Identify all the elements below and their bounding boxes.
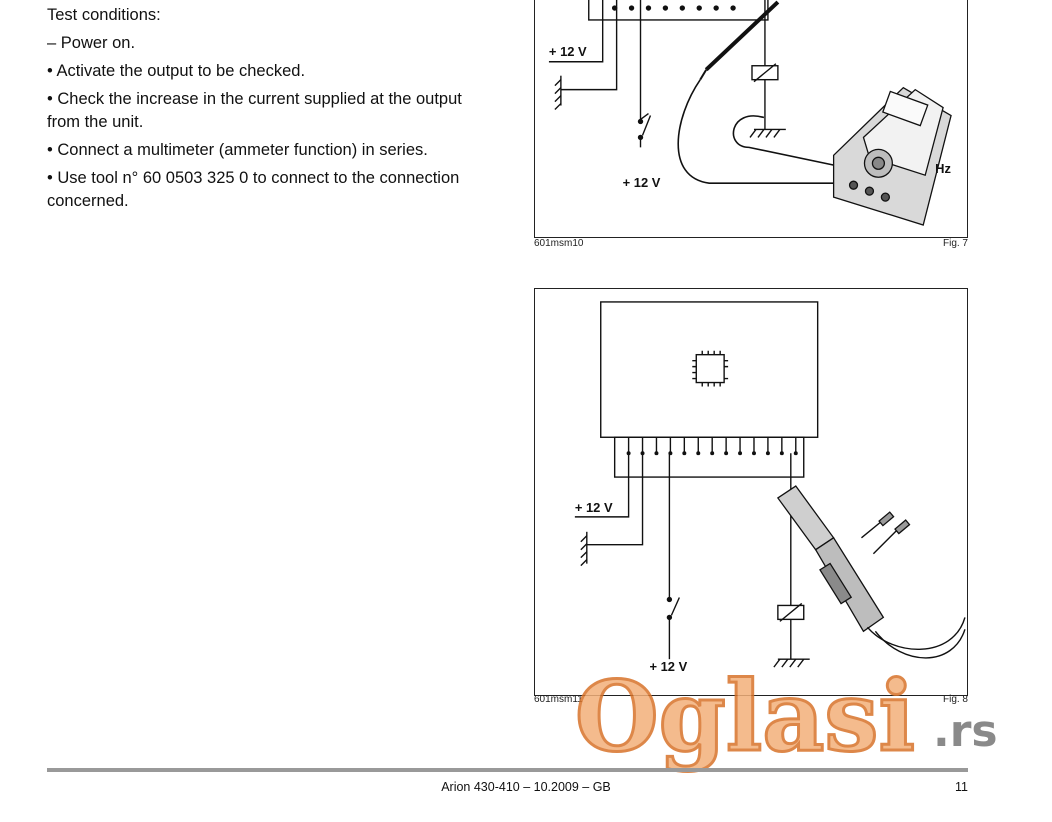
supply-label-bottom: + 12 V: [650, 659, 688, 674]
fig8-code: 601msm11: [534, 694, 583, 705]
meter-unit-label: Hz: [935, 161, 951, 176]
fig7-label: Fig. 7: [942, 238, 968, 249]
instructions-heading: Test conditions:: [47, 6, 161, 24]
instruction-item: • Use tool n° 60 0503 325 0 to connect t…: [47, 169, 460, 210]
watermark-suffix: .rs: [933, 706, 998, 757]
chip-icon: [692, 350, 729, 387]
footer-title: Arion 430-410 – 10.2009 – GB: [441, 780, 611, 794]
multimeter-icon: [832, 86, 952, 226]
instruction-item: • Check the increase in the current supp…: [47, 90, 462, 131]
fig8-circuit: + 12 V + 12 V: [574, 301, 966, 674]
fig7-circuit: + 12 V + 12 V Hz: [548, 0, 952, 226]
oglasi-watermark-logo: Oglasi .rs: [575, 668, 998, 775]
supply-label-top: + 12 V: [575, 500, 613, 515]
instruction-item: – Power on.: [47, 34, 136, 52]
supply-label-top: + 12 V: [549, 44, 587, 59]
fig7-code: 601msm10: [534, 238, 584, 249]
instructions: Test conditions: – Power on. • Activate …: [47, 4, 492, 218]
supply-label-bottom: + 12 V: [623, 175, 661, 190]
figure-7-diagram: + 12 V + 12 V Hz: [534, 0, 968, 238]
footer-divider: [47, 768, 968, 772]
instruction-item: • Connect a multimeter (ammeter function…: [47, 141, 428, 159]
dots: [626, 451, 798, 456]
watermark-brand: Oglasi: [575, 668, 915, 773]
fig8-label: Fig. 8: [942, 694, 968, 705]
instruction-item: • Activate the output to be checked.: [47, 62, 306, 80]
clamp-meter-icon: [776, 485, 966, 659]
figure-8-diagram: + 12 V + 12 V: [534, 288, 968, 696]
page-number: 11: [955, 780, 968, 794]
